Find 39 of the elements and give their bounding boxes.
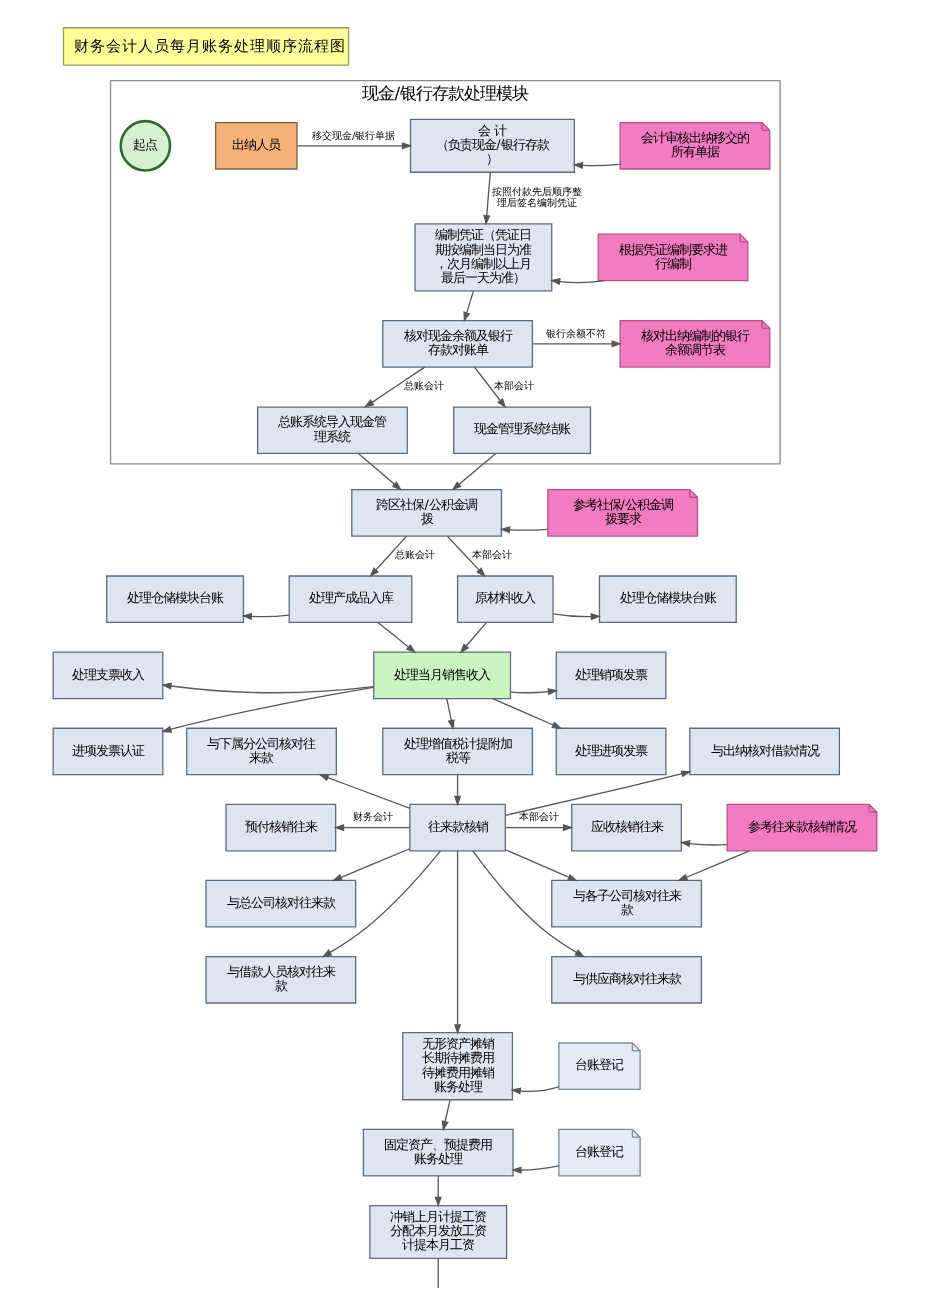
- arrow: [549, 278, 606, 286]
- arrow: [504, 770, 692, 816]
- arrow: [459, 621, 487, 654]
- arrow: [572, 161, 621, 170]
- arrow: [532, 340, 622, 348]
- arrow: [363, 366, 426, 408]
- arrow: [446, 535, 486, 578]
- arrow: [331, 848, 411, 882]
- arrow: [453, 850, 462, 1035]
- arrow: [161, 682, 375, 694]
- connector: [437, 1258, 439, 1289]
- arrow: [161, 686, 375, 733]
- arrow: [463, 290, 474, 323]
- arrow: [318, 774, 410, 809]
- arrow: [434, 1175, 442, 1207]
- arrow: [511, 1165, 560, 1174]
- arrow: [358, 453, 402, 491]
- arrow: [499, 526, 549, 534]
- arrow: [679, 840, 728, 848]
- arrow: [504, 849, 578, 882]
- arrow: [296, 142, 413, 150]
- arrow: [369, 535, 408, 578]
- arrow: [453, 774, 462, 807]
- arrow: [446, 698, 455, 731]
- arrow: [333, 823, 411, 832]
- arrow: [492, 698, 563, 729]
- arrow: [451, 453, 497, 491]
- arrow: [510, 688, 559, 696]
- arrow: [473, 366, 507, 409]
- arrow: [677, 850, 751, 882]
- arrow: [510, 1086, 560, 1095]
- arrow: [377, 621, 417, 654]
- arrow: [241, 612, 290, 620]
- arrow: [321, 850, 442, 958]
- arrow: [483, 171, 491, 226]
- arrow: [504, 823, 574, 832]
- arrow: [472, 850, 586, 958]
- arrow: [441, 1099, 451, 1132]
- arrow: [552, 613, 602, 621]
